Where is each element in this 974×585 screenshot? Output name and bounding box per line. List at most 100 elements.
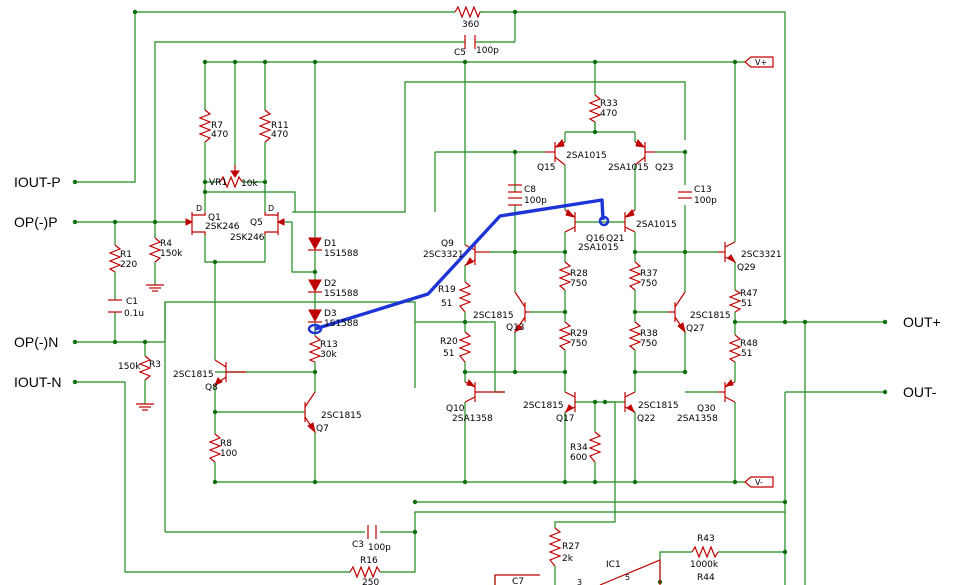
value-r37: 750	[640, 279, 657, 289]
label-c7: C7	[512, 577, 524, 585]
label-r27: R27	[562, 542, 580, 552]
label-r48: R48	[740, 339, 758, 349]
value-r4: 150k	[160, 249, 183, 259]
label-r44: R44	[697, 573, 715, 583]
label-c8: C8	[524, 185, 536, 195]
labels: IOUT-P OP(-)P OP(-)N IOUT-N OUT+ OUT- V+…	[14, 20, 941, 585]
value-q29: 2SC3321	[741, 250, 782, 260]
value-q10: 2SA1358	[452, 414, 493, 424]
label-r20: R20	[440, 337, 458, 347]
value-r28: 750	[570, 279, 587, 289]
port-out-minus: OUT-	[903, 384, 937, 400]
port-iout-n: IOUT-N	[14, 374, 61, 390]
value-r20: 51	[443, 349, 454, 359]
value-d3: 1S1588	[324, 319, 359, 329]
value-r3: 150k	[118, 362, 141, 372]
value-d2: 1S1588	[324, 289, 359, 299]
label-d3: D3	[324, 309, 337, 319]
value-c13: 100p	[694, 196, 717, 206]
label-q29: Q29	[737, 263, 756, 273]
resistors	[108, 5, 742, 579]
label-r28: R28	[570, 269, 588, 279]
label-r19: R19	[438, 285, 456, 295]
value-q13: 2SC1815	[473, 311, 514, 321]
label-q13: Q13	[506, 323, 525, 333]
label-d2: D2	[324, 279, 337, 289]
label-r3: R3	[149, 360, 161, 370]
value-c5: 100p	[476, 46, 499, 56]
label-q9: Q9	[441, 239, 454, 249]
value-vr1: 10k	[241, 179, 258, 189]
label-r37: R37	[640, 269, 658, 279]
label-c3: C3	[352, 540, 364, 550]
rail-vplus: V+	[755, 58, 767, 67]
value-d1: 1S1588	[324, 249, 359, 259]
diodes	[308, 237, 322, 323]
value-q9: 2SC3321	[423, 250, 464, 260]
pin-d-q1: D	[196, 204, 202, 213]
label-q27: Q27	[686, 324, 705, 334]
value-q5: 2SK246	[230, 233, 265, 243]
label-r29: R29	[570, 329, 588, 339]
port-iout-p: IOUT-P	[14, 174, 61, 190]
value-r19: 51	[441, 299, 452, 309]
value-q22: 2SC1815	[638, 401, 679, 411]
value-q21: 2SA1015	[636, 220, 677, 230]
grounds	[136, 284, 164, 411]
value-q27: 2SC1815	[690, 311, 731, 321]
label-r7: R7	[211, 121, 223, 131]
value-r38: 750	[640, 339, 657, 349]
label-r8: R8	[220, 439, 232, 449]
value-r43: 1000k	[690, 560, 719, 570]
label-c1: C1	[126, 297, 138, 307]
port-out-plus: OUT+	[903, 314, 941, 330]
junction-dots	[72, 9, 888, 585]
port-op-n: OP(-)N	[14, 334, 58, 350]
label-r360: 360	[462, 20, 479, 30]
value-r8: 100	[220, 449, 237, 459]
port-op-p: OP(-)P	[14, 214, 58, 230]
label-c13: C13	[694, 185, 712, 195]
wires	[75, 11, 885, 585]
label-r13: R13	[320, 340, 338, 350]
value-q15: 2SA1015	[566, 151, 607, 161]
value-r47: 51	[741, 299, 752, 309]
probe-trace	[307, 198, 610, 335]
value-r7: 470	[211, 130, 228, 140]
rail-vminus: V-	[755, 478, 763, 487]
value-r11: 470	[271, 130, 288, 140]
label-r11: R11	[271, 121, 289, 131]
label-q30: Q30	[697, 404, 716, 414]
value-r27: 2k	[562, 554, 574, 564]
label-r34: R34	[570, 443, 588, 453]
value-q23: 2SA1015	[608, 163, 649, 173]
label-r38: R38	[640, 329, 658, 339]
label-d1: D1	[324, 239, 337, 249]
value-q16: 2SA1015	[578, 243, 619, 253]
value-c8: 100p	[524, 196, 547, 206]
value-r1: 220	[120, 260, 137, 270]
label-q15: Q15	[537, 163, 556, 173]
value-q8: 2SC1815	[173, 370, 214, 380]
label-vr1: VR1	[209, 178, 227, 188]
label-q7: Q7	[316, 424, 329, 434]
value-q17: 2SC1815	[523, 401, 564, 411]
label-q22: Q22	[637, 414, 656, 424]
value-c1: 0.1u	[124, 309, 144, 319]
label-r16: R16	[360, 556, 378, 566]
pin-d-q5: D	[268, 204, 274, 213]
label-r43: R43	[697, 534, 715, 544]
label-q17: Q17	[556, 414, 575, 424]
value-r48: 51	[741, 349, 752, 359]
value-r34: 600	[570, 453, 587, 463]
label-q23: Q23	[655, 163, 674, 173]
label-q10: Q10	[446, 404, 465, 414]
value-q1: 2SK246	[205, 222, 240, 232]
label-r4: R4	[160, 239, 172, 249]
value-r33: 470	[600, 109, 617, 119]
rail-flags	[599, 56, 774, 585]
value-q7: 2SC1815	[321, 411, 362, 421]
value-c3: 100p	[368, 543, 391, 553]
value-r29: 750	[570, 339, 587, 349]
